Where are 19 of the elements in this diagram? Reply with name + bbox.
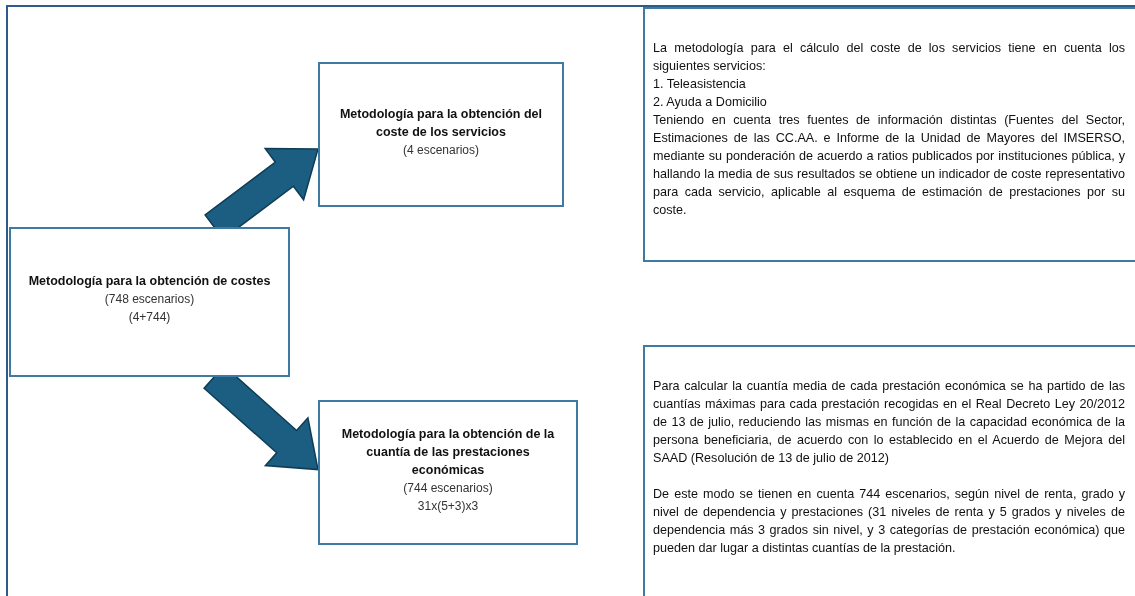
paragraph: De este modo se tienen en cuenta 744 escenarios, según nivel de renta, grado y nivel de dependencia y prestaciones (31 niveles de renta y 5 grados y niveles de dependencia más 3 grados sin nivel, y 3 categorías de prestación económica) que pueden dar lugar a distintas cuantías de la prestación. (653, 486, 1125, 557)
list-item: 2. Ayuda a Domicilio (653, 94, 768, 111)
box-subtitle: (4 escenarios) (403, 141, 479, 159)
box-title: Metodología para la obtención de costes (28, 273, 271, 290)
box-subtitle: (744 escenarios) (403, 479, 493, 497)
text-box (643, 345, 1135, 596)
paragraph: La metodología para el cálculo del coste de los servicios tiene en cuenta los siguientes servicios: (653, 40, 1125, 75)
box-subtitle: 31x(5+3)x3 (417, 497, 479, 515)
paragraph: Para calcular la cuantía media de cada prestación económica se ha partido de las cuantías máximas para cada prestación recogidas en el Real Decreto Ley 20/2012 de 13 de julio, reduciendo las mismas en función de la capacidad económica de la persona beneficiaria, de acuerdo con lo establecido en el Acuerdo de Mejora del SAAD (Resolución de 13 de julio de 2012) (653, 378, 1125, 467)
paragraph: Teniendo en cuenta tres fuentes de información distintas (Fuentes del Sector, Estimaciones de las CC.AA. e Informe de la Unidad de Mayores del IMSERSO, mediante su ponderación de acuerdo a ratios publicados por instituciones pública, y hallando la media de sus resultados se obtiene un indicador de coste representativo para cada servicio, aplicable al esquema de estimación de prestaciones por su coste. (653, 112, 1125, 219)
box-title: Metodología para la obtención del coste de los servicios (338, 105, 544, 141)
box-subtitle: (748 escenarios) (104, 291, 195, 308)
process-box (318, 62, 564, 207)
list-item: 1. Teleasistencia (653, 76, 747, 93)
text-box (643, 7, 1135, 262)
process-box (9, 227, 290, 377)
box-title: Metodología para la obtención de la cuantía de las prestaciones económicas (340, 425, 556, 479)
process-box (318, 400, 578, 545)
box-subtitle: (4+744) (128, 309, 171, 326)
